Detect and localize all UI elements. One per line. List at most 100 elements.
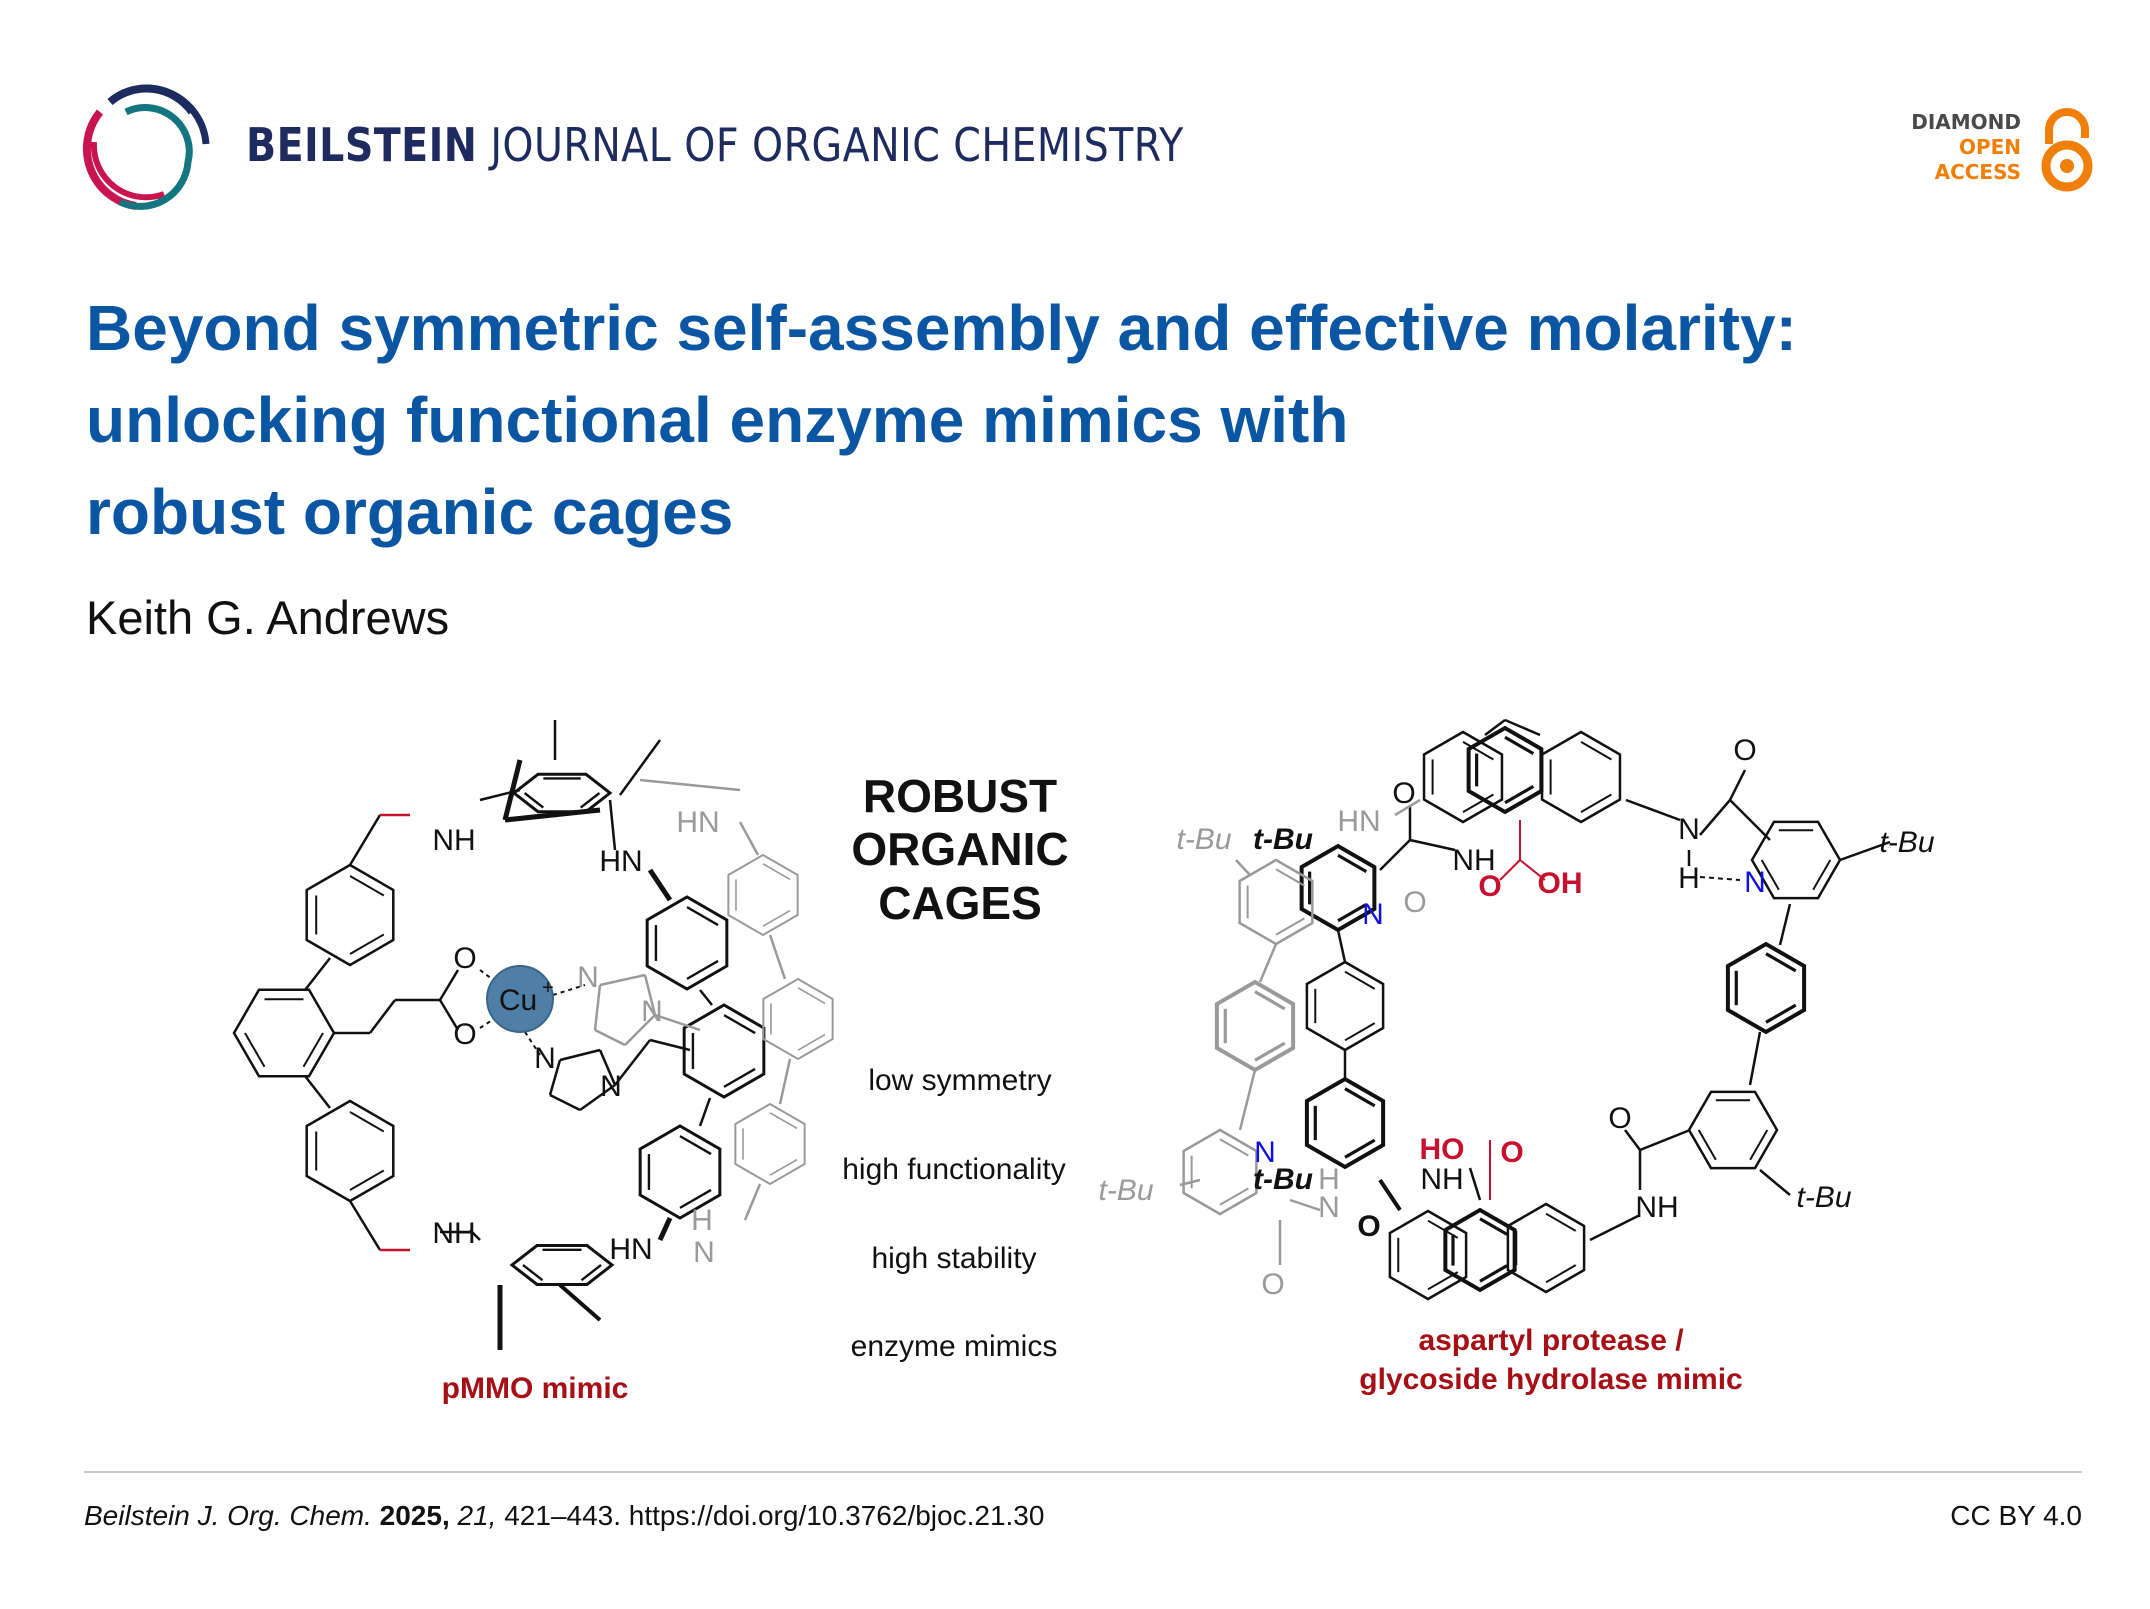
bond bbox=[302, 1032, 324, 1068]
bond bbox=[1699, 876, 1741, 881]
label-n: N bbox=[1678, 813, 1700, 846]
bond bbox=[1504, 735, 1535, 756]
label-nh: NH bbox=[1420, 1163, 1463, 1196]
bond bbox=[504, 807, 601, 823]
feature-item: low symmetry bbox=[868, 1064, 1051, 1097]
label-h: H bbox=[1678, 862, 1700, 895]
bond bbox=[1238, 1069, 1257, 1131]
bond bbox=[1409, 838, 1456, 852]
bond bbox=[618, 739, 662, 796]
bond bbox=[1580, 741, 1612, 761]
feature-item: high functionality bbox=[842, 1153, 1065, 1186]
bond bbox=[1235, 859, 1251, 876]
label-ho-red: HO bbox=[1420, 1133, 1465, 1166]
aromatic-ring bbox=[1304, 1076, 1386, 1170]
bond bbox=[1545, 1212, 1577, 1232]
bond bbox=[1812, 859, 1832, 891]
label-tbu: t-Bu bbox=[1176, 823, 1231, 856]
bond bbox=[1748, 1031, 1762, 1086]
label-nh: NH bbox=[1452, 844, 1495, 877]
label-o: O bbox=[1392, 777, 1415, 810]
label-o: O bbox=[1733, 734, 1756, 767]
bond bbox=[1839, 840, 1891, 862]
citation-doi-link[interactable]: 421–443. https://doi.org/10.3762/bjoc.21… bbox=[504, 1500, 1045, 1531]
diamond-open-access-badge: DIAMOND OPEN ACCESS bbox=[1905, 108, 2095, 194]
bond bbox=[1749, 1129, 1769, 1161]
bond bbox=[643, 974, 657, 1016]
bond bbox=[1484, 719, 1506, 736]
label-o-red: O bbox=[1478, 870, 1501, 903]
bond bbox=[1765, 952, 1797, 973]
bond bbox=[1344, 1087, 1376, 1108]
bond bbox=[624, 1014, 656, 1046]
bond bbox=[1545, 1264, 1577, 1284]
bond bbox=[639, 778, 741, 792]
footer-divider bbox=[84, 1471, 2082, 1473]
citation-year: 2025, bbox=[379, 1500, 450, 1531]
citation: Beilstein J. Org. Chem. 2025, 21, 421–44… bbox=[84, 1500, 1044, 1532]
bond bbox=[797, 1033, 826, 1051]
bond bbox=[438, 999, 460, 1031]
aromatic-ring bbox=[509, 1244, 615, 1286]
label-cu-charge: + bbox=[542, 977, 554, 999]
label-n: N bbox=[600, 1070, 622, 1103]
bond bbox=[599, 973, 646, 987]
badge-access: ACCESS bbox=[1934, 160, 2021, 184]
caption-hydrolase: glycoside hydrolase mimic bbox=[1359, 1363, 1742, 1396]
aromatic-ring bbox=[511, 772, 613, 814]
bond bbox=[598, 1049, 617, 1086]
bond bbox=[1729, 799, 1771, 841]
aromatic-ring bbox=[1750, 820, 1842, 900]
aromatic-ring bbox=[1687, 1090, 1779, 1170]
journal-name-rest: JOURNAL OF ORGANIC CHEMISTRY bbox=[477, 118, 1184, 172]
label-n: N bbox=[577, 961, 599, 994]
aromatic-ring bbox=[1506, 1202, 1586, 1294]
bond bbox=[1625, 798, 1681, 822]
label-o-red: O bbox=[1500, 1136, 1523, 1169]
bond bbox=[1479, 1217, 1508, 1236]
bond bbox=[1580, 793, 1612, 813]
label-cu: Cu bbox=[499, 984, 537, 1017]
aromatic-ring bbox=[305, 1099, 395, 1203]
label-hn: HN bbox=[609, 1233, 652, 1266]
aromatic-ring bbox=[727, 853, 799, 937]
label-oh-red: OH bbox=[1538, 867, 1583, 900]
label-o: O bbox=[1608, 1102, 1631, 1135]
label-tbu: t-Bu bbox=[1253, 823, 1313, 856]
bond bbox=[559, 1048, 601, 1062]
aromatic-ring bbox=[232, 988, 336, 1078]
aromatic-ring bbox=[1238, 858, 1314, 946]
bond bbox=[244, 1032, 266, 1068]
label-o-grey: O bbox=[1261, 1268, 1284, 1301]
bond bbox=[738, 821, 760, 856]
bond bbox=[679, 1135, 712, 1156]
bond bbox=[723, 1067, 756, 1088]
aromatic-ring bbox=[1305, 960, 1385, 1052]
bond bbox=[549, 1093, 581, 1112]
bond bbox=[1219, 1138, 1249, 1157]
bond bbox=[1427, 1219, 1459, 1239]
bond bbox=[1759, 1169, 1791, 1196]
label-h-grey: H bbox=[1318, 1163, 1340, 1196]
title-line: robust organic cages bbox=[86, 476, 734, 548]
bond bbox=[523, 792, 545, 809]
molecule-bonds bbox=[232, 718, 1891, 1350]
bond bbox=[479, 969, 501, 986]
bond bbox=[1699, 799, 1731, 836]
bond bbox=[778, 1058, 792, 1105]
bond bbox=[743, 1183, 762, 1221]
bond bbox=[558, 1283, 602, 1322]
bond bbox=[522, 1264, 544, 1282]
bond bbox=[1760, 859, 1780, 891]
bond bbox=[698, 1097, 712, 1127]
open-lock-icon bbox=[2041, 108, 2093, 192]
label-nh: NH bbox=[432, 824, 475, 857]
label-o: O bbox=[453, 942, 476, 975]
bond bbox=[580, 1264, 602, 1282]
bond bbox=[657, 1216, 673, 1242]
aromatic-ring bbox=[1466, 725, 1544, 815]
bond bbox=[1254, 990, 1286, 1011]
bond bbox=[686, 906, 719, 927]
journal-name-bold: BEILSTEIN bbox=[246, 118, 478, 172]
bond bbox=[1344, 1138, 1376, 1159]
